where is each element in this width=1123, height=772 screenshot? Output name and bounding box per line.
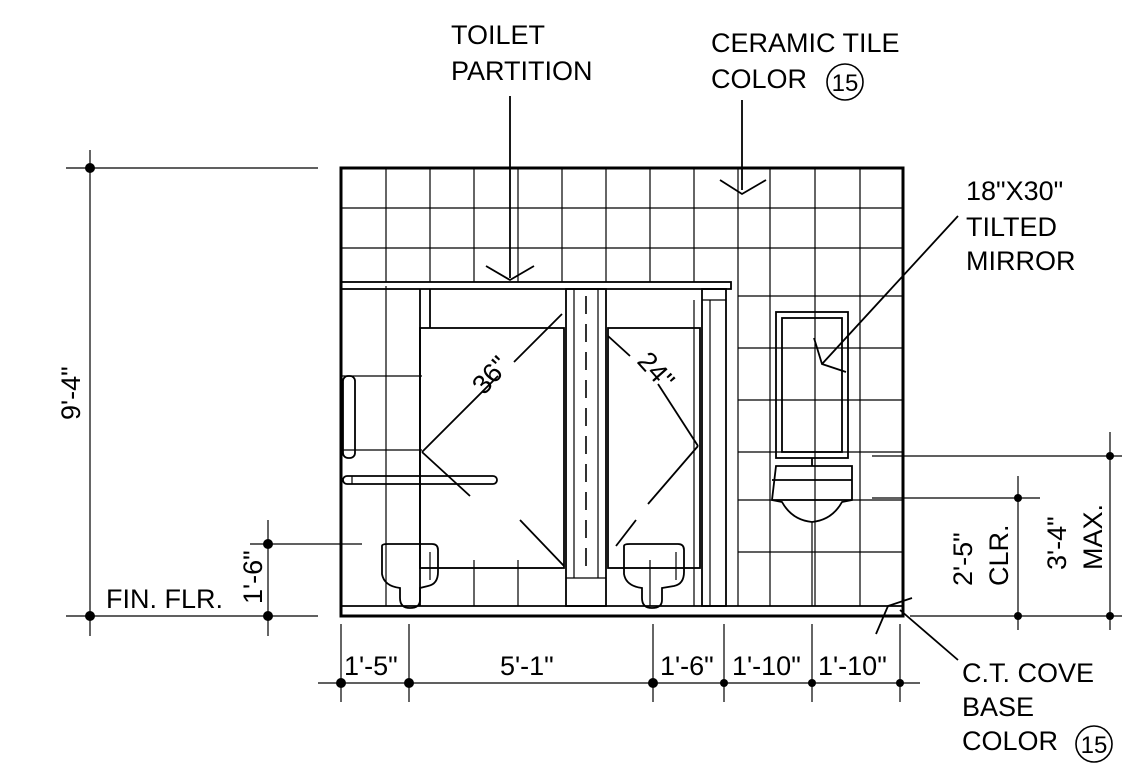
dim-seat-height: 1'-6" [238, 550, 268, 604]
grab-bar-36-indicator [421, 313, 565, 567]
grab-bar-24-label: 24" [632, 346, 681, 396]
wall-outline [339, 166, 905, 618]
dimension-lines [66, 150, 1122, 702]
dim-clear-label: CLR. [984, 524, 1014, 586]
grab-bar-24-indicator [607, 335, 699, 547]
ceramic-tile-color-number: 15 [832, 70, 859, 97]
leader-lines [485, 96, 959, 661]
dim-total-height: 9'-4" [56, 366, 86, 420]
ceramic-tile-grid [341, 168, 903, 606]
grab-bar-36-label: 36" [466, 350, 515, 400]
toilet-partition-label-line2: PARTITION [451, 56, 593, 86]
toilet-partitions [340, 281, 732, 607]
ceramic-tile-label-line1: CERAMIC TILE [711, 28, 900, 58]
cove-base-color-badge [1075, 725, 1113, 763]
cove-base-label-line3: COLOR [962, 726, 1058, 756]
dim-h-2: 5'-1" [500, 651, 554, 681]
mirror-label-line3: MIRROR [966, 246, 1076, 276]
toilet-partition-label-line1: TOILET [451, 20, 545, 50]
tilted-mirror [775, 311, 849, 459]
lavatory [771, 458, 853, 606]
dim-h-4: 1'-10" [732, 651, 801, 681]
cove-base-label-line1: C.T. COVE [962, 658, 1094, 688]
ceramic-tile-label-line2: COLOR [711, 64, 807, 94]
dim-clear-height: 2'-5" [948, 532, 978, 586]
dim-h-5: 1'-10" [818, 651, 887, 681]
finished-floor-label: FIN. FLR. [106, 584, 223, 614]
mirror-label-line1: 18"X30" [966, 176, 1063, 206]
ceramic-tile-color-badge [826, 63, 864, 101]
cove-base-color-number: 15 [1081, 732, 1108, 759]
toilet-left [381, 543, 439, 609]
dim-h-3: 1'-6" [660, 651, 714, 681]
dim-max-label: MAX. [1078, 504, 1108, 570]
toilet-right [623, 543, 685, 609]
dim-max-height: 3'-4" [1042, 516, 1072, 570]
mirror-label-line2: TILTED [966, 212, 1057, 242]
dim-h-1: 1'-5" [344, 651, 398, 681]
cove-base-label-line2: BASE [962, 692, 1034, 722]
